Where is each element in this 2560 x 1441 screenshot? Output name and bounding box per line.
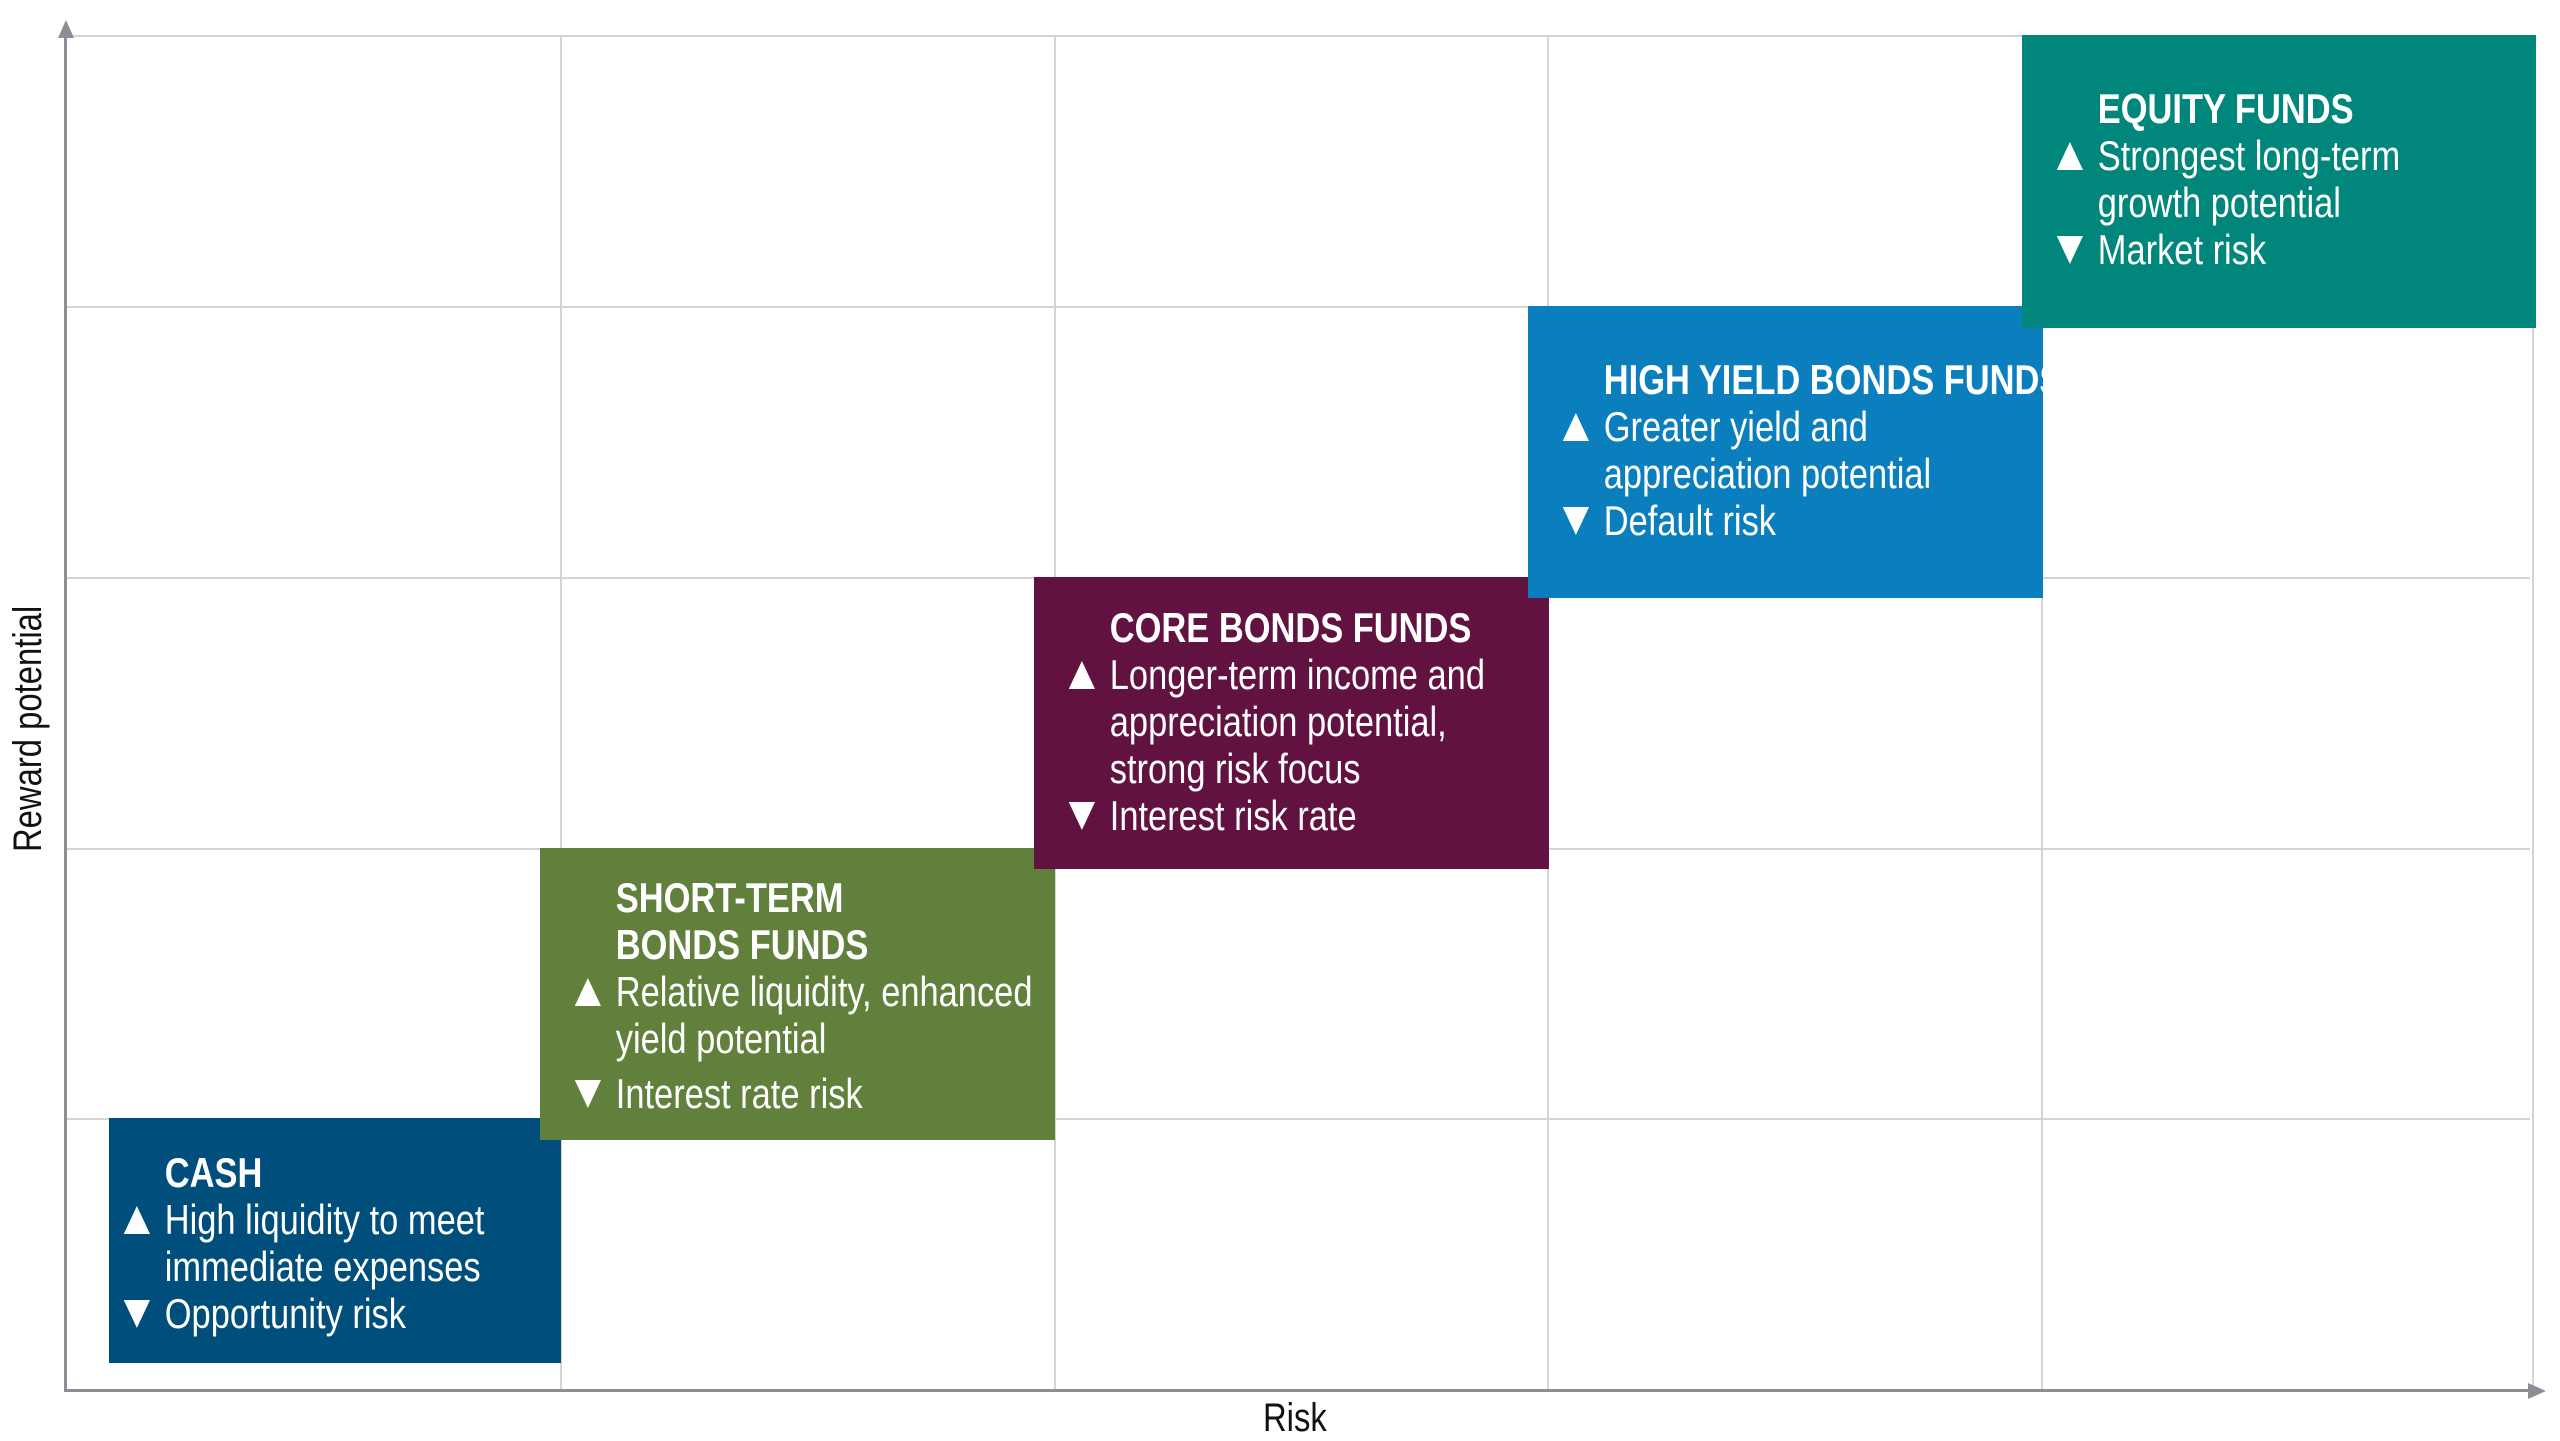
high-yield-upside: Greater yield and appreciation potential bbox=[1548, 403, 2112, 497]
short-term-upside-text: Relative liquidity, enhanced yield poten… bbox=[615, 968, 1033, 1062]
cash-downside: Opportunity risk bbox=[109, 1290, 591, 1337]
high-yield-downside-text: Default risk bbox=[1603, 497, 1777, 544]
high-yield-bonds-box: HIGH YIELD BONDS FUNDS Greater yield and… bbox=[1528, 306, 2062, 598]
core-bonds-box: CORE BONDS FUNDS Longer-term income and … bbox=[1034, 577, 1549, 869]
grid-line-h1 bbox=[66, 35, 2530, 37]
cash-upside-text: High liquidity to meet immediate expense… bbox=[164, 1196, 485, 1290]
x-axis-arrow-icon bbox=[2528, 1382, 2546, 1399]
high-yield-title: HIGH YIELD BONDS FUNDS bbox=[1603, 356, 2063, 403]
core-upside-text: Longer-term income and appreciation pote… bbox=[1109, 651, 1485, 792]
high-yield-upside-text: Greater yield and appreciation potential bbox=[1603, 403, 1932, 497]
triangle-up-icon bbox=[1562, 413, 1589, 441]
short-term-downside-text: Interest rate risk bbox=[615, 1070, 863, 1117]
triangle-up-icon bbox=[2056, 142, 2083, 170]
triangle-down-icon bbox=[1562, 507, 1589, 535]
triangle-down-icon bbox=[123, 1300, 150, 1328]
triangle-down-icon bbox=[574, 1080, 601, 1108]
grid-line-h2 bbox=[66, 306, 2530, 308]
equity-downside-text: Market risk bbox=[2097, 226, 2267, 273]
grid-line-h5 bbox=[66, 1118, 2530, 1120]
grid-line-v4 bbox=[2041, 35, 2043, 1390]
equity-upside: Strongest long-term growth potential bbox=[2042, 132, 2524, 226]
short-term-upside: Relative liquidity, enhanced yield poten… bbox=[560, 968, 1042, 1062]
cash-box: CASH High liquidity to meet immediate ex… bbox=[109, 1118, 561, 1363]
y-axis-label: Reward potential bbox=[6, 605, 50, 852]
x-axis-label: Risk bbox=[1263, 1396, 1327, 1440]
equity-funds-box: EQUITY FUNDS Strongest long-term growth … bbox=[2022, 35, 2536, 328]
high-yield-downside: Default risk bbox=[1548, 497, 2112, 544]
short-term-bonds-box: SHORT-TERM BONDS FUNDS Relative liquidit… bbox=[540, 848, 1055, 1140]
triangle-down-icon bbox=[2056, 236, 2083, 264]
cash-downside-text: Opportunity risk bbox=[164, 1290, 406, 1337]
y-axis-arrow-icon bbox=[57, 20, 74, 38]
triangle-up-icon bbox=[574, 978, 601, 1006]
grid-line-v5 bbox=[2532, 35, 2534, 1390]
x-axis-line bbox=[64, 1389, 2530, 1392]
cash-upside: High liquidity to meet immediate expense… bbox=[109, 1196, 591, 1290]
y-axis-line bbox=[64, 36, 67, 1392]
cash-title: CASH bbox=[164, 1149, 263, 1196]
short-term-downside: Interest rate risk bbox=[560, 1070, 1042, 1117]
triangle-up-icon bbox=[123, 1206, 150, 1234]
core-downside: Interest risk rate bbox=[1054, 792, 1536, 839]
grid-line-v1 bbox=[560, 35, 562, 1390]
core-title: CORE BONDS FUNDS bbox=[1109, 604, 1472, 651]
short-term-title: SHORT-TERM BONDS FUNDS bbox=[615, 874, 869, 968]
core-upside: Longer-term income and appreciation pote… bbox=[1054, 651, 1536, 792]
equity-title: EQUITY FUNDS bbox=[2097, 85, 2354, 132]
core-downside-text: Interest risk rate bbox=[1109, 792, 1357, 839]
equity-downside: Market risk bbox=[2042, 226, 2524, 273]
equity-upside-text: Strongest long-term growth potential bbox=[2097, 132, 2401, 226]
triangle-up-icon bbox=[1068, 661, 1095, 689]
triangle-down-icon bbox=[1068, 802, 1095, 830]
